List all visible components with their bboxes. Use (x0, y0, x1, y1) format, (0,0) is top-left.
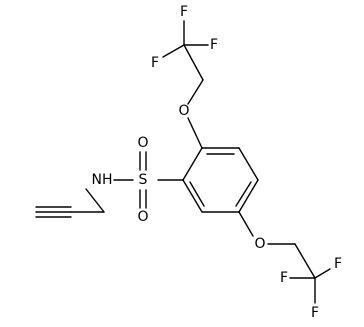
atom-o-bottom: O (254, 236, 265, 252)
bond-n-ch2 (85, 188, 105, 213)
bond-cf3-f4 (314, 268, 331, 279)
bond-o-top-ch2 (187, 79, 204, 105)
bond-ring-inner-left (189, 181, 205, 207)
atom-f6: F (280, 270, 288, 286)
bond-ch2-cf3-bottom (294, 243, 316, 279)
bond-ring-c5-c6 (182, 179, 203, 213)
benzene-ring (182, 147, 259, 213)
atom-nh: NH (92, 172, 113, 188)
bond-ring-inner-right (235, 181, 252, 207)
atom-labels: F F F O O S O NH O F F F (92, 4, 343, 321)
atom-f4: F (334, 256, 342, 272)
top-trifluoroethoxy (162, 20, 209, 149)
bond-ring-c3-c4 (238, 179, 259, 213)
bottom-trifluoroethoxy (238, 211, 331, 304)
bond-ring-c6-c1 (182, 147, 203, 181)
atom-sulfur: S (139, 172, 148, 188)
atom-o-sulfonyl-up: O (137, 135, 148, 151)
bond-ring-c2-c3 (238, 147, 259, 181)
atom-f1: F (180, 4, 188, 20)
bond-c1-o-top (187, 117, 203, 149)
atom-o-top: O (178, 103, 189, 119)
bond-c3-o-bottom (238, 211, 254, 237)
bond-ch2-cf3-top (183, 44, 204, 81)
propargyl-group (35, 188, 105, 218)
atom-f2: F (210, 37, 218, 53)
atom-o-sulfonyl-down: O (137, 209, 148, 225)
atom-f3: F (151, 55, 159, 71)
sulfonamide-group (113, 151, 184, 209)
bond-cf3-f3 (162, 44, 185, 58)
atom-f5: F (311, 305, 319, 321)
